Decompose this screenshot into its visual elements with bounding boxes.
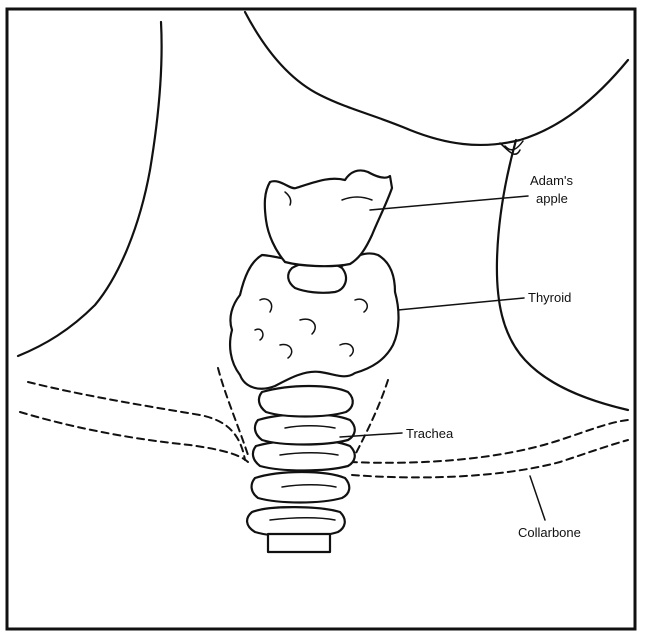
collarbone-left-lower xyxy=(19,411,249,463)
thyroid-cartilage xyxy=(263,169,394,268)
trachea-ring-1 xyxy=(257,384,354,418)
trachea-bottom-ring xyxy=(246,506,346,538)
chin-outline xyxy=(243,10,630,147)
label-trachea: Trachea xyxy=(406,426,454,441)
trachea-ring-detail xyxy=(269,425,339,521)
pointer-adams-apple xyxy=(369,195,529,211)
right-neck-outline xyxy=(495,138,630,412)
collarbone-left-upper xyxy=(27,381,246,461)
pointer-thyroid xyxy=(397,297,525,311)
label-adams-apple-line2: apple xyxy=(536,191,568,206)
trachea-column-bottom xyxy=(266,532,332,554)
collarbone-right-upper xyxy=(349,419,629,464)
pointer-trachea xyxy=(339,432,403,438)
label-collarbone: Collarbone xyxy=(518,525,581,540)
pointer-collarbone xyxy=(529,475,546,521)
neck-dashed-right xyxy=(354,379,389,456)
collarbone-right-lower xyxy=(351,439,629,479)
jaw-shadow xyxy=(499,140,524,155)
frame-border xyxy=(5,7,637,631)
cartilage-notch xyxy=(284,191,373,206)
trachea-ring-4 xyxy=(250,470,351,504)
label-thyroid: Thyroid xyxy=(528,290,571,305)
left-neck-outline xyxy=(16,20,163,358)
trachea-ring-2 xyxy=(253,412,356,446)
thyroid-texture xyxy=(254,298,368,359)
label-adams-apple-line1: Adam's xyxy=(530,173,573,188)
